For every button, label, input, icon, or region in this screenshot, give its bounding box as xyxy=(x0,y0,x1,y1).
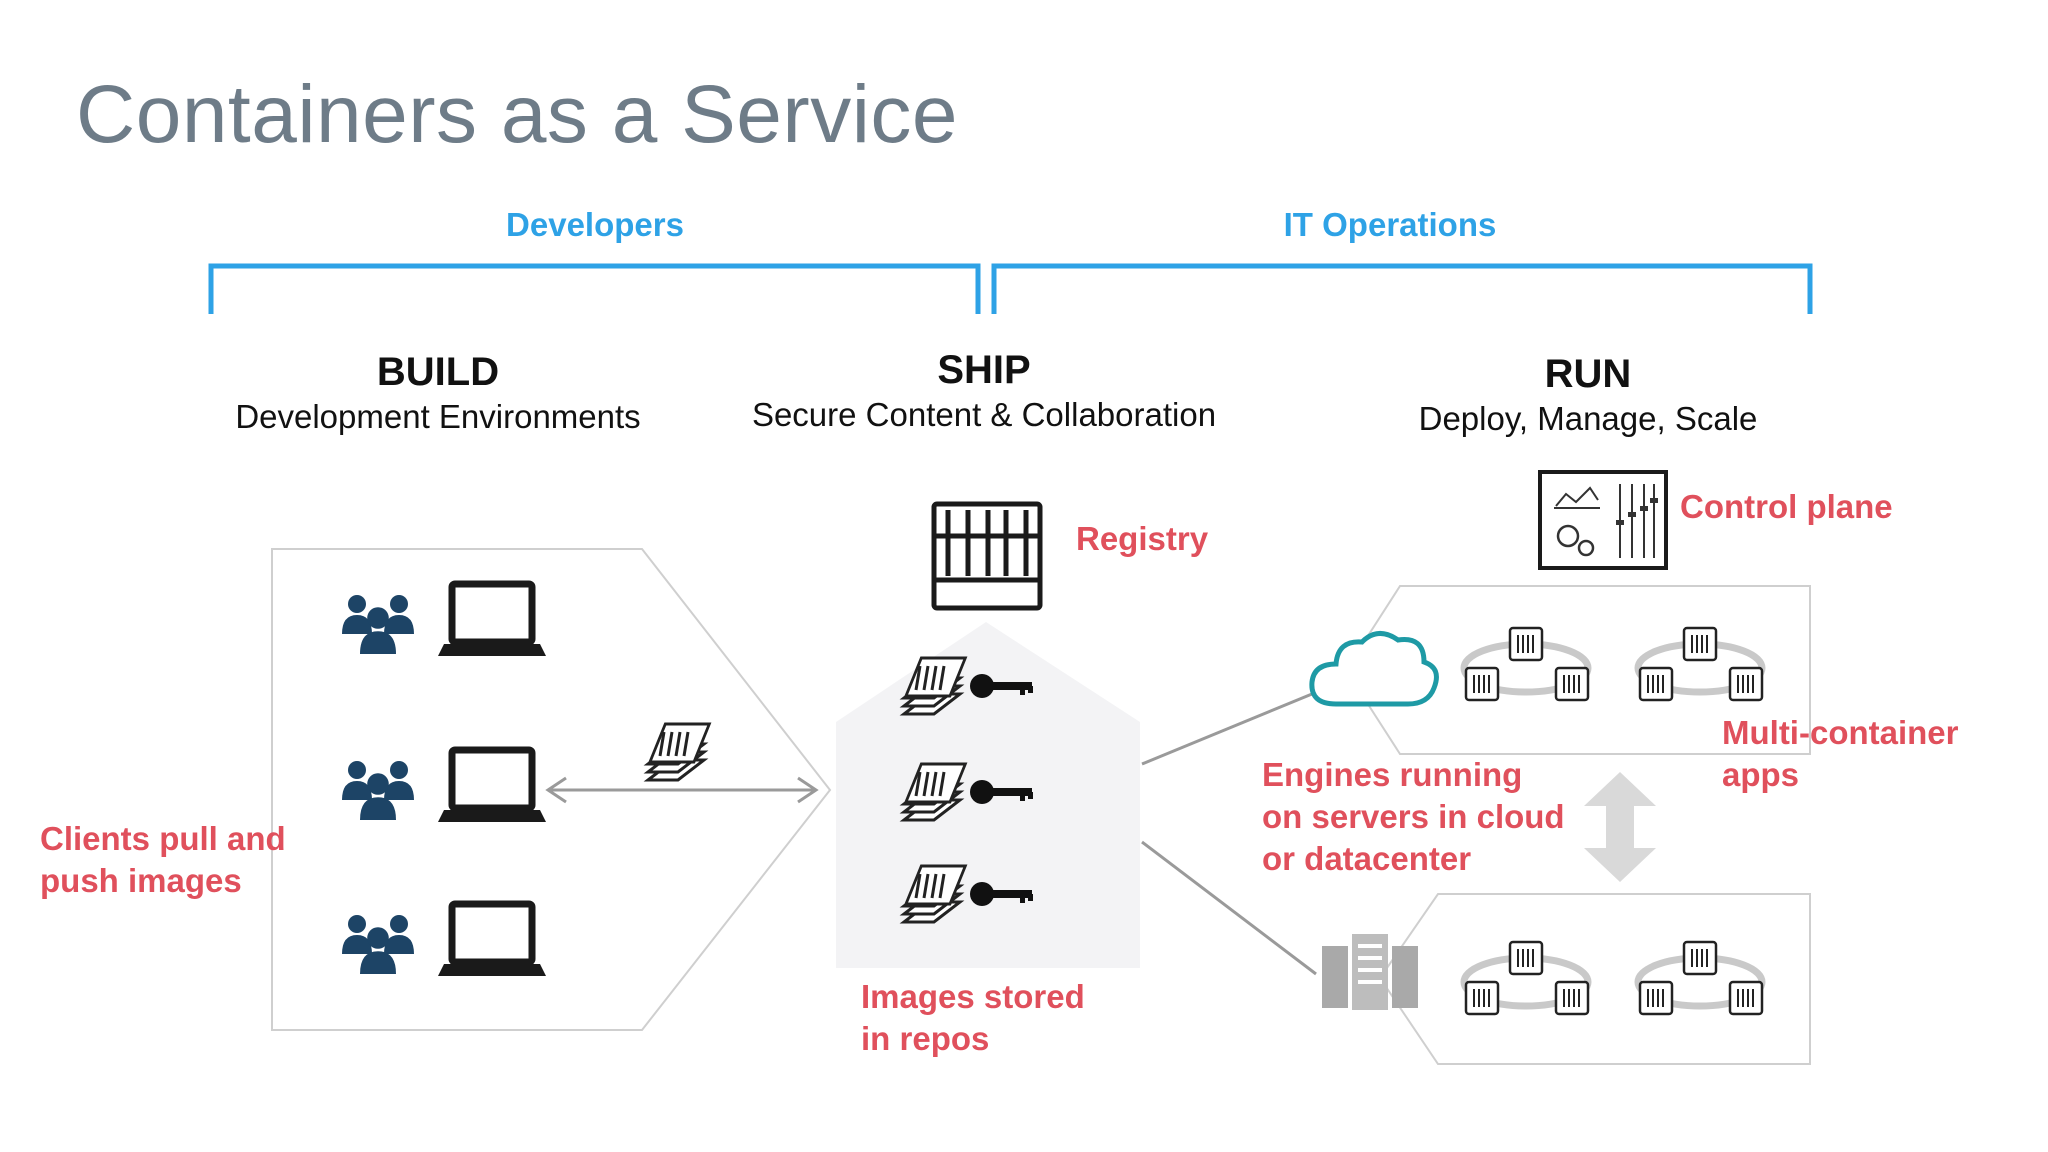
build-title: BUILD xyxy=(376,350,500,394)
page-title: Containers as a Service xyxy=(76,69,959,160)
images-annotation: Images stored in repos xyxy=(861,978,1085,1057)
connector-line xyxy=(1141,840,1317,976)
developers-bracket xyxy=(208,263,981,314)
control-plane-label: Control plane xyxy=(1680,488,1893,525)
build-subtitle: Development Environments xyxy=(235,398,641,435)
registry-label: Registry xyxy=(1076,520,1209,557)
multi-container-annotation: Multi-container apps xyxy=(1722,714,1959,793)
ship-subtitle: Secure Content & Collaboration xyxy=(751,396,1217,433)
it-operations-label: IT Operations xyxy=(1283,206,1497,243)
ship-title: SHIP xyxy=(937,348,1031,392)
registry-icon xyxy=(931,501,1043,611)
connector-line xyxy=(1141,692,1313,766)
scale-double-arrow xyxy=(1584,772,1656,882)
cloud-icon xyxy=(1309,631,1439,707)
engines-annotation: Engines running on servers in cloud or d… xyxy=(1262,756,1565,877)
clients-annotation: Clients pull and push images xyxy=(40,820,286,899)
run-subtitle: Deploy, Manage, Scale xyxy=(1418,400,1758,437)
control-plane-icon xyxy=(1538,470,1668,570)
it-operations-bracket xyxy=(991,263,1813,314)
datacenter-panel xyxy=(1378,893,1811,1065)
pull-push-arrow xyxy=(545,776,819,804)
server-rack-icon xyxy=(1322,934,1418,1010)
developers-label: Developers xyxy=(506,206,684,243)
run-title: RUN xyxy=(1544,352,1632,396)
